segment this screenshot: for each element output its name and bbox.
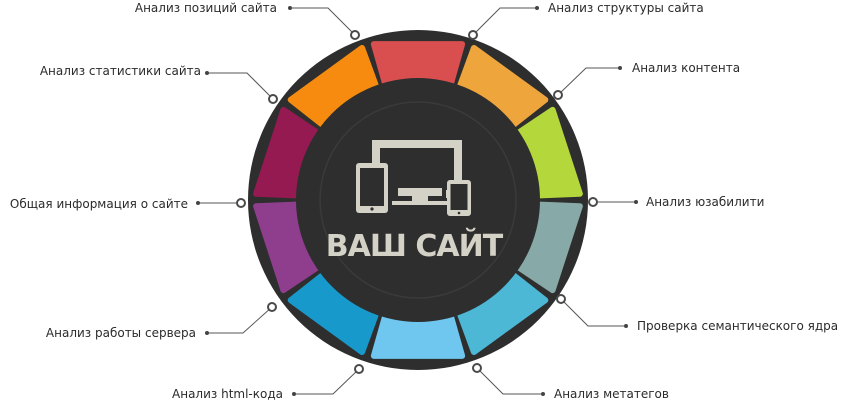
- label-statistics-analysis: Анализ статистики сайта: [40, 64, 201, 78]
- leader-end-dot: [541, 392, 545, 396]
- leader-end-dot: [624, 324, 628, 328]
- hub: ВАШ САЙТ: [296, 78, 540, 322]
- anchor-dot: [468, 30, 478, 40]
- anchor-dot: [588, 197, 598, 207]
- leader-end-dot: [205, 71, 209, 75]
- anchor-dot: [472, 363, 482, 373]
- leader-end-dot: [196, 201, 200, 205]
- devices-icon: [356, 140, 471, 216]
- label-semantic-check: Проверка семантического ядра: [637, 319, 838, 333]
- segment-metatag-analysis: [370, 314, 466, 359]
- leader-end-dot: [288, 6, 292, 10]
- anchor-dot: [553, 90, 563, 100]
- callout-site-info: Общая информация о сайте: [10, 197, 246, 211]
- leader-end-dot: [618, 66, 622, 70]
- anchor-dot: [236, 198, 246, 208]
- callout-usability-analysis: Анализ юзабилити: [588, 195, 764, 209]
- callouts-layer: Анализ позиций сайта Анализ структуры сай…: [10, 1, 838, 401]
- anchor-dot: [354, 364, 364, 374]
- segment-position-analysis: [370, 41, 466, 86]
- leader-line: [207, 72, 274, 100]
- callout-position-analysis: Анализ позиций сайта: [135, 1, 360, 40]
- label-metatag-analysis: Анализ метатегов: [554, 387, 669, 401]
- callout-content-analysis: Анализ контента: [553, 61, 740, 100]
- leader-end-dot: [535, 6, 539, 10]
- callout-semantic-check: Проверка семантического ядра: [556, 294, 838, 333]
- anchor-dot: [268, 94, 278, 104]
- hub-title: ВАШ САЙТ: [326, 228, 504, 264]
- label-server-analysis: Анализ работы сервера: [46, 326, 196, 340]
- label-html-analysis: Анализ html-кода: [172, 387, 283, 401]
- callout-html-analysis: Анализ html-кода: [172, 364, 364, 401]
- segment-structure-analysis: [457, 44, 549, 128]
- leader-line: [557, 67, 620, 96]
- anchor-dot: [267, 302, 277, 312]
- anchor-dot: [556, 294, 566, 304]
- leader-line: [290, 7, 356, 36]
- callout-structure-analysis: Анализ структуры сайта: [468, 1, 704, 40]
- callout-metatag-analysis: Анализ метатегов: [472, 363, 669, 401]
- label-position-analysis: Анализ позиций сайта: [135, 1, 277, 15]
- anchor-dot: [350, 30, 360, 40]
- label-structure-analysis: Анализ структуры сайта: [548, 1, 704, 15]
- leader-line: [207, 306, 273, 334]
- hub-inner-ring: [319, 101, 517, 299]
- leader-end-dot: [292, 392, 296, 396]
- leader-end-dot: [634, 200, 638, 204]
- callout-statistics-analysis: Анализ статистики сайта: [40, 64, 278, 104]
- segment-html-analysis: [287, 272, 379, 356]
- label-usability-analysis: Анализ юзабилити: [646, 195, 764, 209]
- leader-line: [476, 367, 543, 395]
- leader-end-dot: [205, 331, 209, 335]
- callout-server-analysis: Анализ работы сервера: [46, 302, 277, 340]
- label-content-analysis: Анализ контента: [632, 61, 740, 75]
- leader-line: [472, 7, 537, 36]
- label-site-info: Общая информация о сайте: [10, 197, 188, 211]
- leader-line: [294, 368, 360, 395]
- leader-line: [560, 298, 626, 327]
